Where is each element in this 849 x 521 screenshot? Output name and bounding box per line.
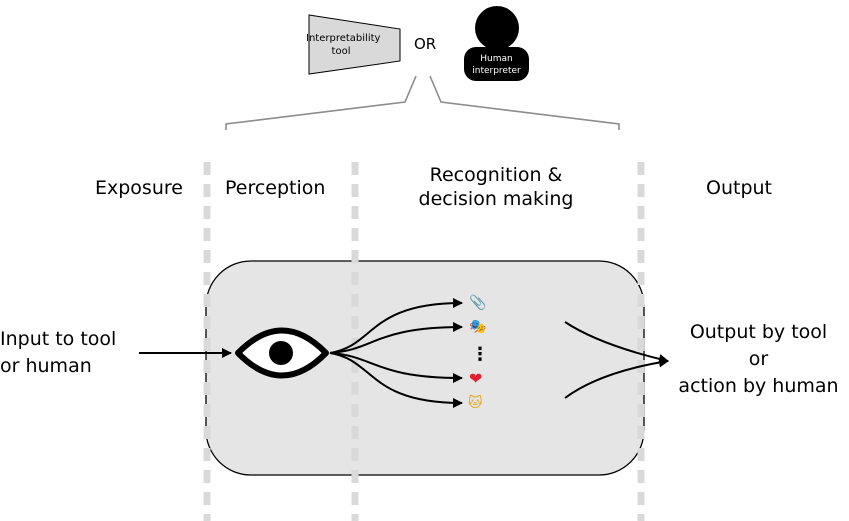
heart-icon: ❤	[469, 369, 483, 388]
human-label-line2: interpreter	[472, 66, 521, 76]
input-text-line2: or human	[0, 355, 92, 377]
concept-branch-arrows	[329, 298, 463, 408]
tool-label-line2: tool	[331, 46, 351, 57]
tool-label-line1: Interpretability	[306, 33, 381, 44]
stage-exposure: Exposure	[95, 177, 183, 199]
or-label: OR	[414, 35, 437, 53]
human-interpreter-icon	[464, 6, 529, 81]
performing-arts-icon: 🎭	[469, 319, 487, 335]
stage-output: Output	[706, 177, 772, 199]
bracket-left	[225, 75, 417, 130]
interpretability-tool-icon	[308, 14, 401, 75]
output-text-line1: Output by tool	[689, 321, 828, 343]
stage-recognition-line1: Recognition &	[429, 164, 563, 186]
output-converge-arrows	[564, 321, 669, 399]
input-text: Input to tool or human	[0, 326, 116, 380]
cat-face-icon: 🐱	[468, 395, 483, 411]
human-label: Human interpreter	[464, 53, 529, 77]
bracket-right	[429, 75, 620, 130]
ellipsis-icon: ⋮	[471, 344, 489, 365]
stage-recognition: Recognition & decision making	[396, 163, 596, 211]
human-label-line1: Human	[480, 54, 513, 64]
stage-recognition-line2: decision making	[418, 188, 574, 210]
output-text-line3: action by human	[678, 375, 839, 397]
stage-perception: Perception	[225, 177, 326, 199]
output-text: Output by tool or action by human	[668, 319, 849, 400]
tool-label: Interpretability tool	[306, 32, 381, 58]
output-text-line2: or	[748, 348, 769, 370]
eye-icon	[235, 327, 329, 379]
input-text-line1: Input to tool	[0, 328, 117, 350]
paperclip-icon: 📎	[469, 295, 487, 311]
